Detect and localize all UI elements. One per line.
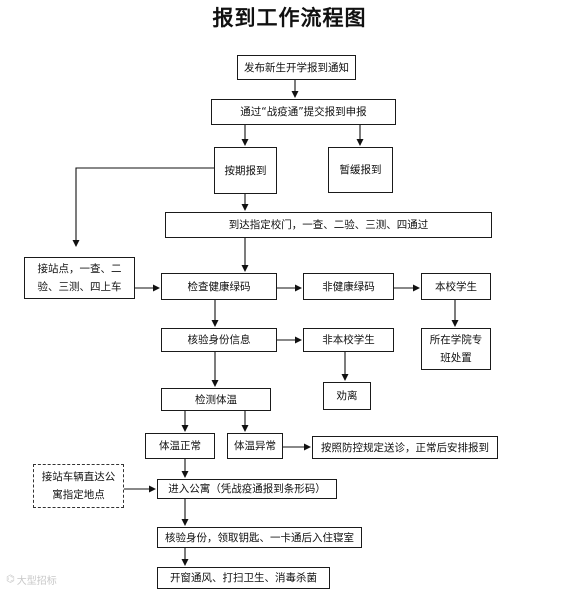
node-check-health-code: 检查健康绿码 bbox=[161, 273, 277, 300]
node-send-medical: 按照防控规定送诊，正常后安排报到 bbox=[312, 436, 498, 459]
node-college-handle: 所在学院专班处置 bbox=[421, 328, 491, 370]
node-temp-check: 检测体温 bbox=[161, 388, 271, 411]
node-temp-normal: 体温正常 bbox=[145, 433, 215, 459]
node-notice: 发布新生开学报到通知 bbox=[237, 55, 356, 80]
node-non-own-student: 非本校学生 bbox=[303, 328, 394, 352]
node-postpone: 暂缓报到 bbox=[328, 147, 393, 193]
node-own-student: 本校学生 bbox=[421, 273, 491, 300]
node-enter-apartment: 进入公寓（凭战疫通报到条形码） bbox=[157, 479, 337, 499]
node-apply: 通过“战疫通”提交报到申报 bbox=[211, 99, 396, 125]
node-verify-keys: 核验身份，领取钥匙、一卡通后入住寝室 bbox=[157, 527, 362, 548]
logo-icon: ⌬ bbox=[6, 574, 15, 585]
node-station-pickup: 接站点，一查、二验、三测、四上车 bbox=[24, 257, 135, 299]
node-arrive-gate: 到达指定校门，一查、二验、三测、四通过 bbox=[165, 212, 492, 238]
node-temp-abnormal: 体温异常 bbox=[227, 433, 283, 459]
node-ventilate-clean: 开窗通风、打扫卫生、消毒杀菌 bbox=[157, 567, 330, 589]
watermark: ⌬ 大型招标 bbox=[6, 572, 57, 587]
node-on-time: 按期报到 bbox=[214, 147, 277, 194]
node-shuttle-direct: 接站车辆直达公寓指定地点 bbox=[33, 464, 124, 508]
arrow-ontime-station bbox=[72, 167, 214, 247]
node-non-green-code: 非健康绿码 bbox=[303, 273, 394, 300]
page-title: 报到工作流程图 bbox=[212, 5, 367, 30]
node-persuade-leave: 劝离 bbox=[323, 382, 371, 410]
watermark-text: 大型招标 bbox=[16, 576, 57, 587]
node-verify-identity: 核验身份信息 bbox=[161, 328, 277, 352]
